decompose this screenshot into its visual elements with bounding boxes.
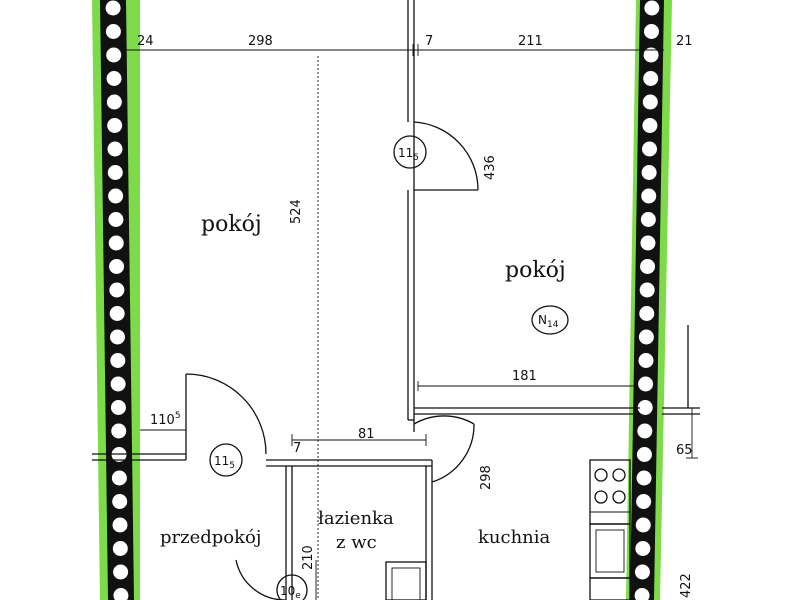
room-label-right: pokój <box>505 258 566 283</box>
room-label-hall: przedpokój <box>160 527 261 548</box>
right-wall-window-dot <box>638 353 654 368</box>
bathtub <box>385 561 427 600</box>
right-wall-window-dot <box>640 235 656 251</box>
left-wall-window-dot <box>106 71 122 86</box>
dim-110: 1105 <box>150 411 181 428</box>
left-wall-window-dot <box>107 165 123 180</box>
svg-text:10e: 10e <box>280 584 301 600</box>
left-wall-window-dot <box>112 541 128 556</box>
left-wall-window-dot <box>111 423 127 439</box>
right-wall-window-dot <box>643 47 659 63</box>
marker-n14: N14 <box>531 305 569 335</box>
left-wall-window-dot <box>110 376 126 392</box>
dim-298-top: 298 <box>248 34 273 49</box>
right-wall-window-dot <box>636 470 652 486</box>
left-wall-window-dot <box>109 259 125 274</box>
left-wall-window-dot <box>109 306 125 321</box>
dim-81: 81 <box>358 427 375 442</box>
door-hall <box>140 373 267 455</box>
dim-7-mid: 7 <box>293 441 301 456</box>
right-wall-window-dot <box>636 494 652 509</box>
room-label-bathroom-2: z wc <box>336 532 377 553</box>
right-wall-window-dot <box>637 400 653 415</box>
right-wall-window-dot <box>638 329 654 345</box>
room-label-left: pokój <box>201 212 262 237</box>
dim-21: 21 <box>676 34 693 49</box>
dim-24: 24 <box>137 34 154 49</box>
wall-room-kitchen <box>414 407 640 415</box>
kitchen-stove <box>589 459 631 525</box>
right-wall-window-dot <box>641 188 657 204</box>
left-wall-window-dot <box>109 329 125 345</box>
left-wall-window-dot <box>105 24 121 39</box>
bathroom-walls <box>266 459 433 600</box>
dim-436: 436 <box>483 155 498 180</box>
dim-65: 65 <box>676 443 693 458</box>
left-wall-window-dot <box>105 0 121 16</box>
door-rooms <box>413 121 479 191</box>
right-wall-window-dot <box>640 259 656 274</box>
left-wall-window-dot <box>108 212 124 227</box>
left-wall-window-dot <box>108 235 124 251</box>
door-kitchen <box>413 415 475 483</box>
dim-211: 211 <box>518 34 543 49</box>
dim-298-mid: 298 <box>479 465 494 490</box>
right-wall-detail <box>662 325 700 459</box>
left-wall-window-dot <box>109 282 125 298</box>
right-wall-window-dot <box>634 588 650 600</box>
right-wall-window-dot <box>637 423 653 439</box>
left-wall-window-dot <box>108 188 124 204</box>
left-wall-window-dot <box>107 118 123 133</box>
dim-line-81 <box>291 434 427 446</box>
right-facade-wall <box>630 0 664 600</box>
left-wall-window-dot <box>111 470 127 486</box>
left-wall-window-dot <box>113 564 129 580</box>
door-bathroom <box>235 559 317 600</box>
dim-line-181 <box>417 381 637 391</box>
left-wall-window-dot <box>107 141 123 157</box>
right-wall-window-dot <box>642 141 658 157</box>
dim-524: 524 <box>289 199 304 224</box>
door-tag-bathroom: 10e <box>276 574 308 600</box>
right-wall-window-dot <box>642 94 658 110</box>
svg-text:115: 115 <box>214 454 235 471</box>
right-wall-window-dot <box>638 376 654 392</box>
left-wall-window-dot <box>112 494 128 509</box>
dim-181: 181 <box>512 369 537 384</box>
door-tag-rooms: 115 <box>393 135 427 169</box>
right-wall-window-dot <box>634 564 650 580</box>
dim-422: 422 <box>679 573 694 598</box>
top-dimension-line <box>125 44 664 56</box>
right-wall-window-dot <box>639 306 655 321</box>
dim-210: 210 <box>301 545 316 570</box>
right-wall-window-dot <box>639 282 655 298</box>
hall-entrance-wall <box>92 453 187 461</box>
left-wall-window-dot <box>110 400 126 415</box>
right-wall-window-dot <box>635 541 651 556</box>
right-wall-window-dot <box>642 118 658 133</box>
right-wall-window-dot <box>636 447 652 462</box>
left-wall-window-dot <box>113 588 129 600</box>
right-wall-window-dot <box>643 71 659 86</box>
room-label-bathroom-1: łazienka <box>318 508 394 529</box>
interior-wall-vertical <box>407 0 415 421</box>
svg-text:115: 115 <box>398 146 419 163</box>
right-wall-window-dot <box>641 165 657 180</box>
door-tag-hall: 115 <box>209 443 243 477</box>
right-wall-window-dot <box>640 212 656 227</box>
left-wall-window-dot <box>106 94 122 110</box>
left-facade-wall <box>100 0 134 600</box>
right-wall-window-dot <box>643 24 659 39</box>
left-wall-window-dot <box>112 517 128 533</box>
right-wall-window-dot <box>644 0 660 16</box>
dim-7-top: 7 <box>425 34 433 49</box>
right-wall-window-dot <box>635 517 651 533</box>
left-wall-window-dot <box>106 47 122 63</box>
room-label-kitchen: kuchnia <box>478 527 551 548</box>
left-wall-window-dot <box>110 353 126 368</box>
kitchen-sink <box>589 523 631 600</box>
svg-text:N14: N14 <box>538 313 559 330</box>
